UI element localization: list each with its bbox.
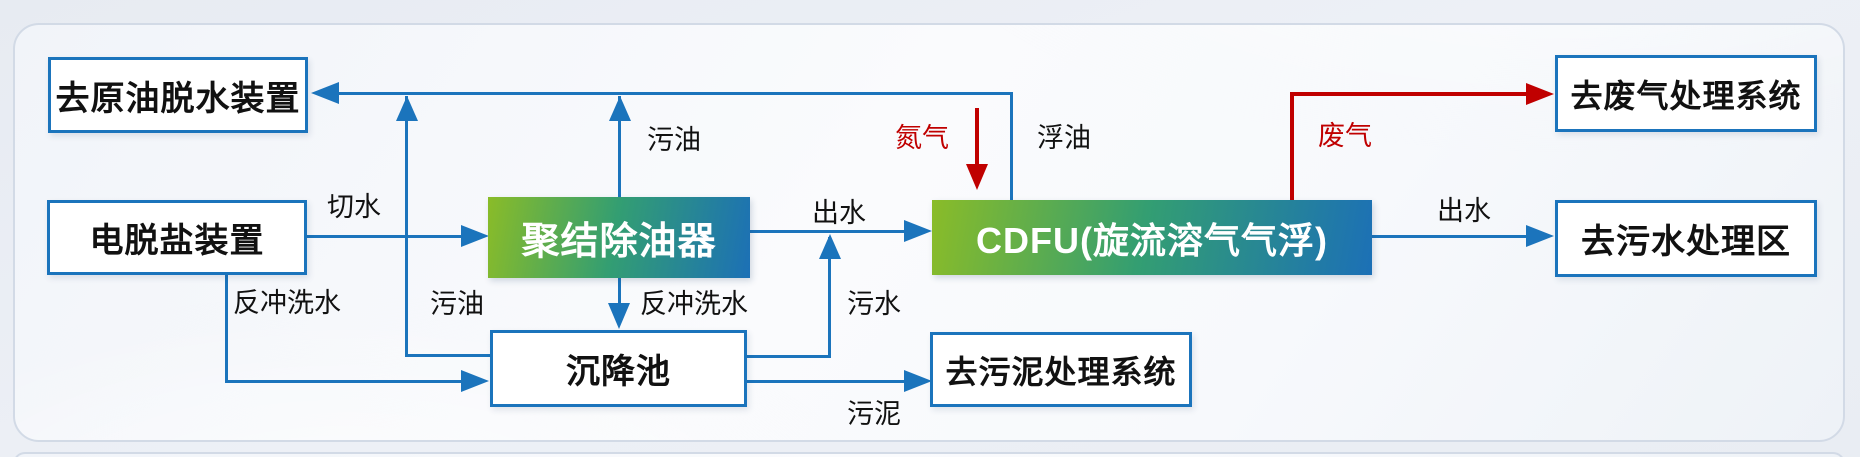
arrowhead-wuyou-coalescer-up xyxy=(609,96,631,121)
arrowhead-wuni xyxy=(904,370,932,392)
flow-line-feiqi-vertical xyxy=(1290,94,1294,202)
flow-label-wuyou-top: 污油 xyxy=(647,125,701,155)
flow-line-wuyou-coalescer-vertical xyxy=(618,96,621,197)
flow-label-wuyou-left: 污油 xyxy=(430,289,484,319)
flow-line-chushui1 xyxy=(750,230,906,233)
node-waste-gas-treatment: 去废气处理系统 xyxy=(1555,55,1817,132)
flow-label-fanchongxishui-mid: 反冲洗水 xyxy=(640,289,748,319)
node-wastewater-area: 去污水处理区 xyxy=(1555,200,1817,277)
flow-label-wushui: 污水 xyxy=(847,289,901,319)
flow-label-wuni: 污泥 xyxy=(847,399,901,429)
node-settling-tank: 沉降池 xyxy=(490,330,747,407)
arrowhead-fanchongxishui-mid xyxy=(608,303,630,329)
node-waste-gas-treatment-label: 去废气处理系统 xyxy=(1570,77,1802,114)
flow-line-wuyou-settling-vertical xyxy=(405,96,408,357)
next-card-sliver xyxy=(13,452,1845,457)
flow-line-feiqi-horizontal xyxy=(1290,92,1528,96)
flow-line-wuyou-settling-horizontal xyxy=(406,354,491,357)
arrowhead-wuyou-settling-up xyxy=(396,96,418,121)
node-wastewater-area-label: 去污水处理区 xyxy=(1581,223,1791,261)
arrowhead-danqi-down xyxy=(966,164,988,190)
flow-line-wushui-vertical xyxy=(828,237,831,357)
arrowhead-feiqi xyxy=(1526,83,1554,105)
flow-line-fuyou-horizontal xyxy=(339,92,1013,95)
flow-line-fanchongxishui-left-horizontal xyxy=(225,380,463,383)
node-cdfu-label: CDFU(旋流溶气气浮) xyxy=(976,219,1328,261)
flow-line-fuyou-vertical xyxy=(1010,92,1013,202)
node-desalting: 电脱盐装置 xyxy=(47,200,307,275)
flow-line-fanchongxishui-mid-vertical xyxy=(618,278,621,305)
flow-label-fuyou: 浮油 xyxy=(1037,123,1091,153)
arrowhead-chushui2 xyxy=(1526,225,1554,247)
flow-line-qieshui xyxy=(307,235,463,238)
node-desalting-label: 电脱盐装置 xyxy=(89,222,265,260)
flow-line-wuni xyxy=(747,380,906,383)
flow-label-danqi: 氮气 xyxy=(895,123,949,153)
flow-label-feiqi: 废气 xyxy=(1318,121,1372,151)
node-coalescer-label: 聚结除油器 xyxy=(521,221,717,263)
flow-line-fanchongxishui-left-vertical xyxy=(225,274,228,383)
flow-label-qieshui: 切水 xyxy=(327,192,381,222)
flow-line-wushui-horizontal xyxy=(747,355,831,358)
arrowhead-qieshui xyxy=(461,225,489,247)
node-cdfu: CDFU(旋流溶气气浮) xyxy=(932,200,1372,275)
flow-label-fanchongxishui-left: 反冲洗水 xyxy=(233,288,341,318)
node-crude-dewatering: 去原油脱水装置 xyxy=(48,57,308,133)
arrowhead-wushui-up xyxy=(819,234,841,259)
flow-label-chushui1: 出水 xyxy=(812,198,866,228)
node-sludge-treatment: 去污泥处理系统 xyxy=(930,332,1192,407)
arrowhead-into-crude-dewatering xyxy=(311,82,339,104)
flow-line-danqi xyxy=(975,108,979,166)
arrowhead-fanchongxishui-left xyxy=(461,370,489,392)
flow-line-chushui2 xyxy=(1372,235,1528,238)
node-sludge-treatment-label: 去污泥处理系统 xyxy=(945,353,1177,390)
node-settling-tank-label: 沉降池 xyxy=(566,353,671,391)
arrowhead-chushui1 xyxy=(904,220,932,242)
node-coalescer: 聚结除油器 xyxy=(488,197,750,278)
node-crude-dewatering-label: 去原油脱水装置 xyxy=(55,79,301,118)
flow-label-chushui2: 出水 xyxy=(1437,196,1491,226)
